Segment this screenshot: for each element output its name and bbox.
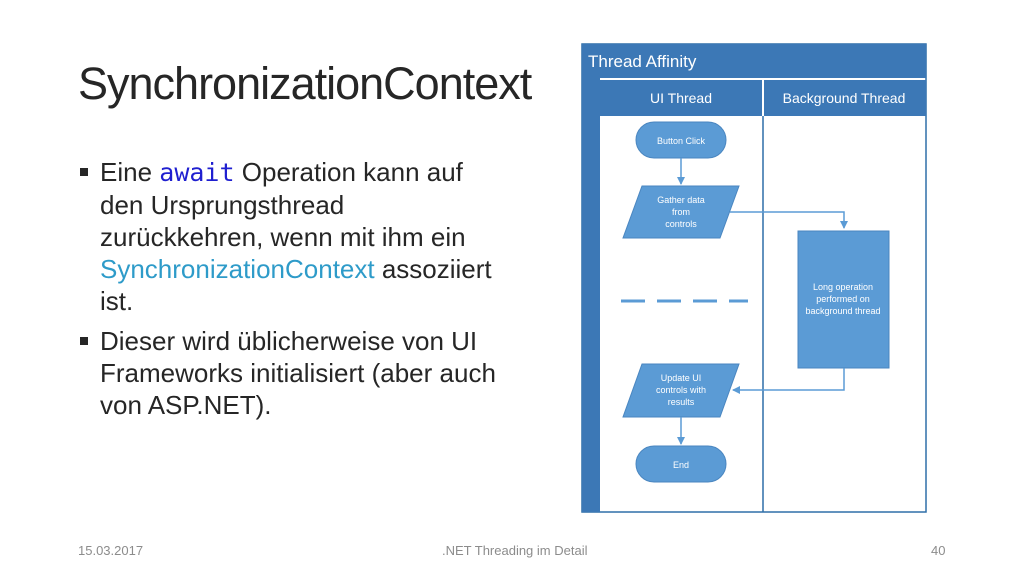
node-long-operation	[797, 230, 890, 369]
arrow-gather-to-long-operation	[730, 211, 848, 229]
node-update-line-2: controls with	[656, 385, 706, 395]
footer-title: .NET Threading im Detail	[442, 543, 588, 558]
lane-label-ui-thread: UI Thread	[650, 90, 712, 106]
node-long-op-line-3: background thread	[805, 306, 880, 316]
diagram-title: Thread Affinity	[588, 52, 697, 71]
node-update-line-3: results	[668, 397, 695, 407]
bullet-square-icon	[80, 168, 88, 176]
node-update-line-1: Update UI	[661, 373, 702, 383]
node-long-op-line-2: performed on	[816, 294, 870, 304]
bullet-1-text-end: assoziiert ist.	[100, 254, 492, 316]
bullet-square-icon	[80, 337, 88, 345]
bullet-1-accent-term: SynchronizationContext	[100, 254, 375, 284]
bullet-1-text-middle: Operation kann auf den Ursprungsthread z…	[100, 157, 466, 252]
bullet-item-1: Eine await Operation kann auf den Urspru…	[80, 156, 500, 317]
node-button-click-label: Button Click	[657, 136, 706, 146]
node-gather-line-1: Gather data	[657, 195, 705, 205]
lane-header-ui	[600, 80, 762, 116]
node-gather-line-3: controls	[665, 219, 697, 229]
diagram-left-strip	[582, 78, 600, 512]
bullet-item-2: Dieser wird üblicherweise von UI Framewo…	[80, 325, 500, 421]
lane-label-background-thread: Background Thread	[783, 90, 906, 106]
bullet-list: Eine await Operation kann auf den Urspru…	[80, 156, 500, 429]
footer-page-number: 40	[931, 543, 946, 558]
node-gather-line-2: from	[672, 207, 690, 217]
node-gather-data	[622, 185, 740, 239]
arrow-long-operation-to-update	[732, 368, 845, 394]
slide-title: SynchronizationContext	[78, 58, 532, 109]
node-long-op-line-1: Long operation	[813, 282, 873, 292]
node-end	[635, 445, 727, 483]
bullet-1-text-start: Eine	[100, 157, 160, 187]
bullet-2-text: Dieser wird üblicherweise von UI Framewo…	[100, 326, 496, 420]
diagram-title-bar	[582, 44, 926, 78]
footer-date: 15.03.2017	[78, 543, 144, 558]
node-update-ui	[622, 363, 740, 418]
node-end-label: End	[673, 460, 689, 470]
bullet-1-code-await: await	[159, 158, 235, 187]
lane-header-background	[764, 80, 926, 116]
